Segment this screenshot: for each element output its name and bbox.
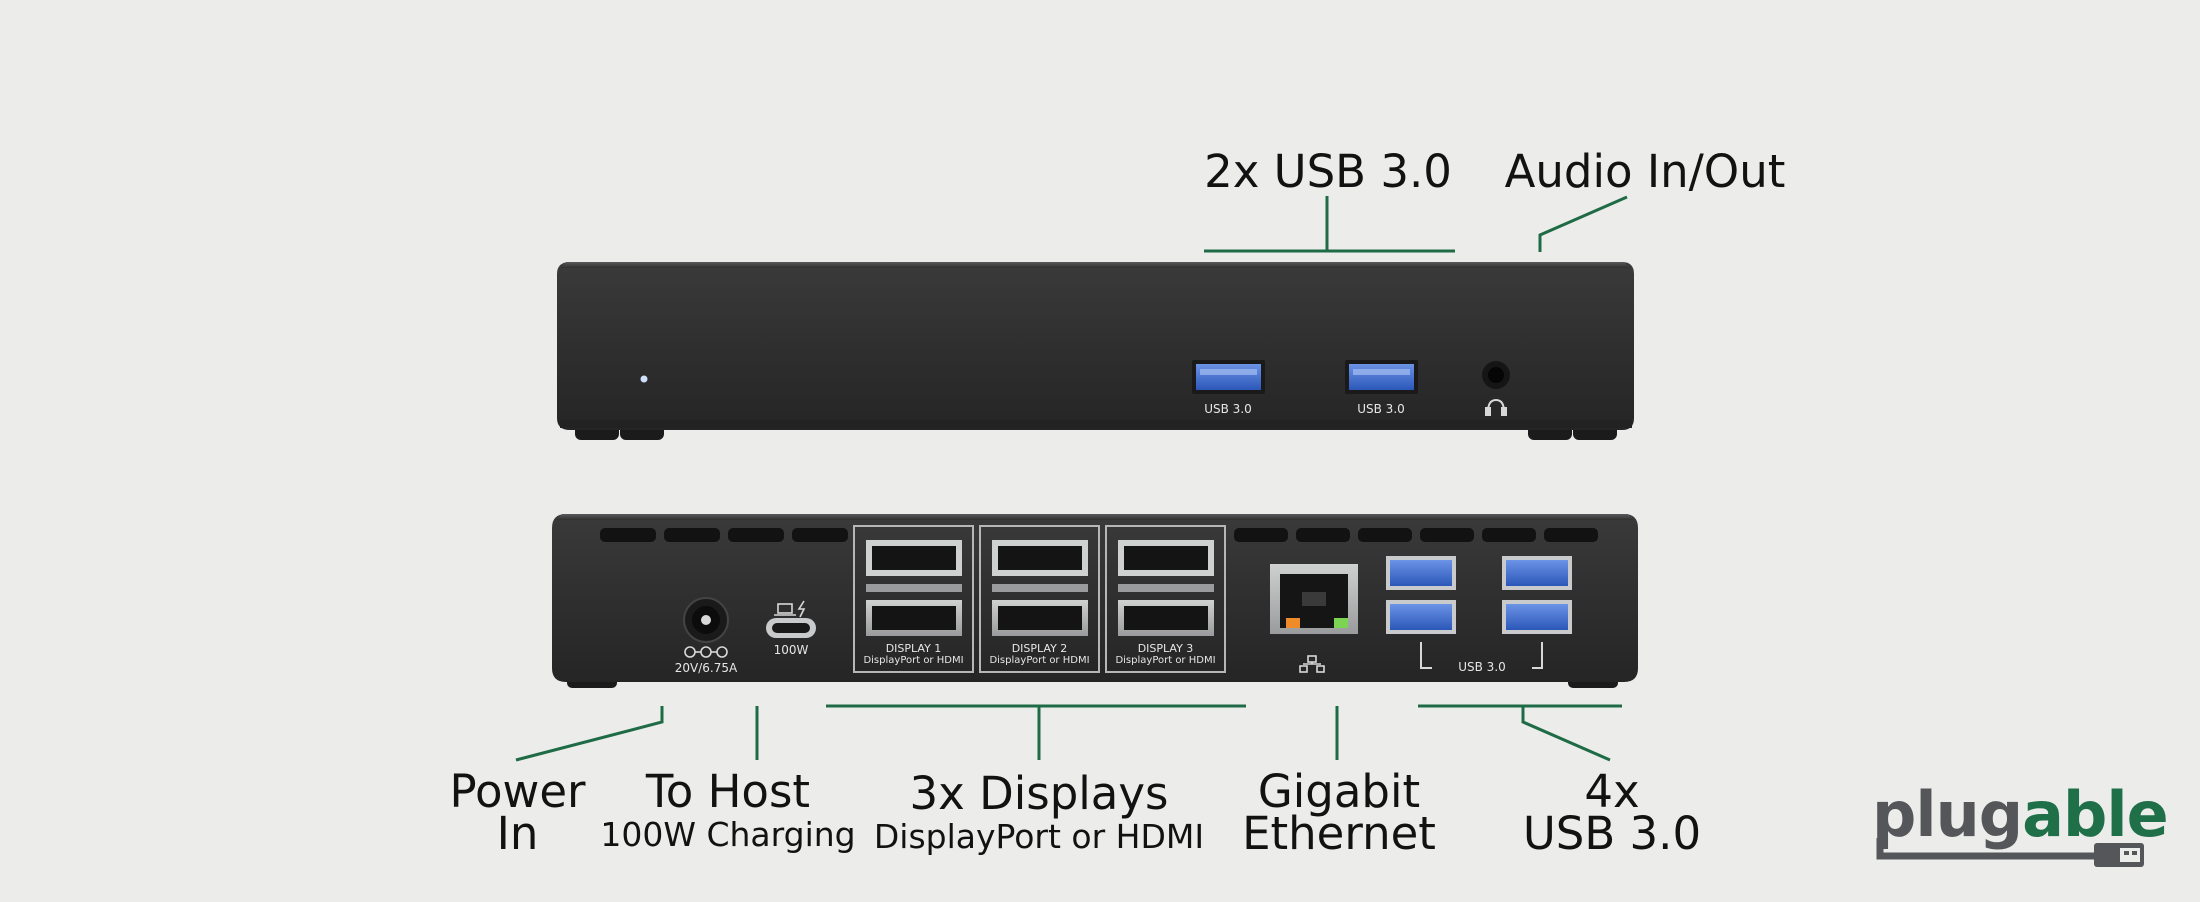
front-usb-port-2: [1345, 360, 1418, 394]
network-icon: [1299, 655, 1325, 673]
audio-callout: Audio In/Out: [1504, 145, 1786, 198]
logo-text-plug: plug: [1872, 778, 2023, 851]
front-device: [557, 262, 1634, 440]
logo-text-able: able: [2022, 778, 2169, 851]
headset-icon: [1485, 398, 1507, 416]
ethernet-callout-line1: Gigabit: [1257, 765, 1421, 818]
ethernet-callout-line2: Ethernet: [1242, 807, 1436, 860]
dc-power-jack: [683, 597, 729, 643]
usb-group-label: USB 3.0: [1458, 660, 1506, 674]
display-port-1: [853, 525, 974, 673]
display-3-name: DISPLAY 3: [1137, 642, 1194, 655]
usb-front-leader: [1204, 196, 1455, 253]
rear-usb-port-3: [1502, 556, 1572, 590]
display-2-name: DISPLAY 2: [1011, 642, 1068, 655]
rear-body: [552, 514, 1638, 682]
dc-polarity-icon: [684, 646, 728, 658]
front-usb-label-1: USB 3.0: [1204, 402, 1252, 416]
usb-front-callout: 2x USB 3.0: [1204, 145, 1452, 198]
usbc-wattage-label: 100W: [773, 643, 809, 657]
power-led: [640, 375, 648, 383]
logo-plug-icon: [1876, 838, 2144, 867]
vents-right: [1234, 528, 1598, 542]
vents-left: [600, 528, 848, 542]
power-callout-line1: Power: [449, 765, 586, 818]
usb-rear-leader: [1418, 704, 1622, 762]
ethernet-port: [1270, 564, 1358, 634]
audio-leader: [1538, 195, 1628, 252]
display-2-desc: DisplayPort or HDMI: [989, 655, 1090, 666]
power-leader: [515, 706, 664, 762]
rear-usb-port-2: [1386, 600, 1456, 634]
display-3-desc: DisplayPort or HDMI: [1115, 655, 1216, 666]
display-1-name: DISPLAY 1: [885, 642, 942, 655]
audio-jack: [1482, 361, 1510, 389]
displays-callout-line2: DisplayPort or HDMI: [873, 817, 1205, 856]
power-callout-line2: In: [496, 807, 539, 860]
front-usb-label-2: USB 3.0: [1357, 402, 1405, 416]
host-callout-line1: To Host: [645, 765, 811, 818]
display-port-2: [979, 525, 1100, 673]
bottom-leader-lines: [515, 704, 1622, 762]
displays-leader: [826, 704, 1246, 760]
rear-device: [552, 514, 1638, 688]
usb-group-bracket: [1420, 642, 1543, 669]
displays-callout-line1: 3x Displays: [909, 767, 1169, 820]
usb-c-port: [766, 618, 816, 638]
usb-rear-callout-line1: 4x: [1584, 765, 1640, 818]
plugable-logo: plugable: [1872, 778, 2169, 851]
power-rating-label: 20V/6.75A: [674, 661, 738, 675]
rear-usb-port-4: [1502, 600, 1572, 634]
front-body: [557, 262, 1634, 430]
display-1-desc: DisplayPort or HDMI: [863, 655, 964, 666]
display-port-3: [1105, 525, 1226, 673]
host-callout-line2: 100W Charging: [600, 815, 856, 854]
usb-rear-callout-line2: USB 3.0: [1522, 807, 1702, 860]
front-usb-port-1: [1192, 360, 1265, 394]
rear-usb-port-1: [1386, 556, 1456, 590]
top-leader-lines: [1204, 195, 1628, 253]
laptop-charge-icon: [774, 600, 806, 618]
